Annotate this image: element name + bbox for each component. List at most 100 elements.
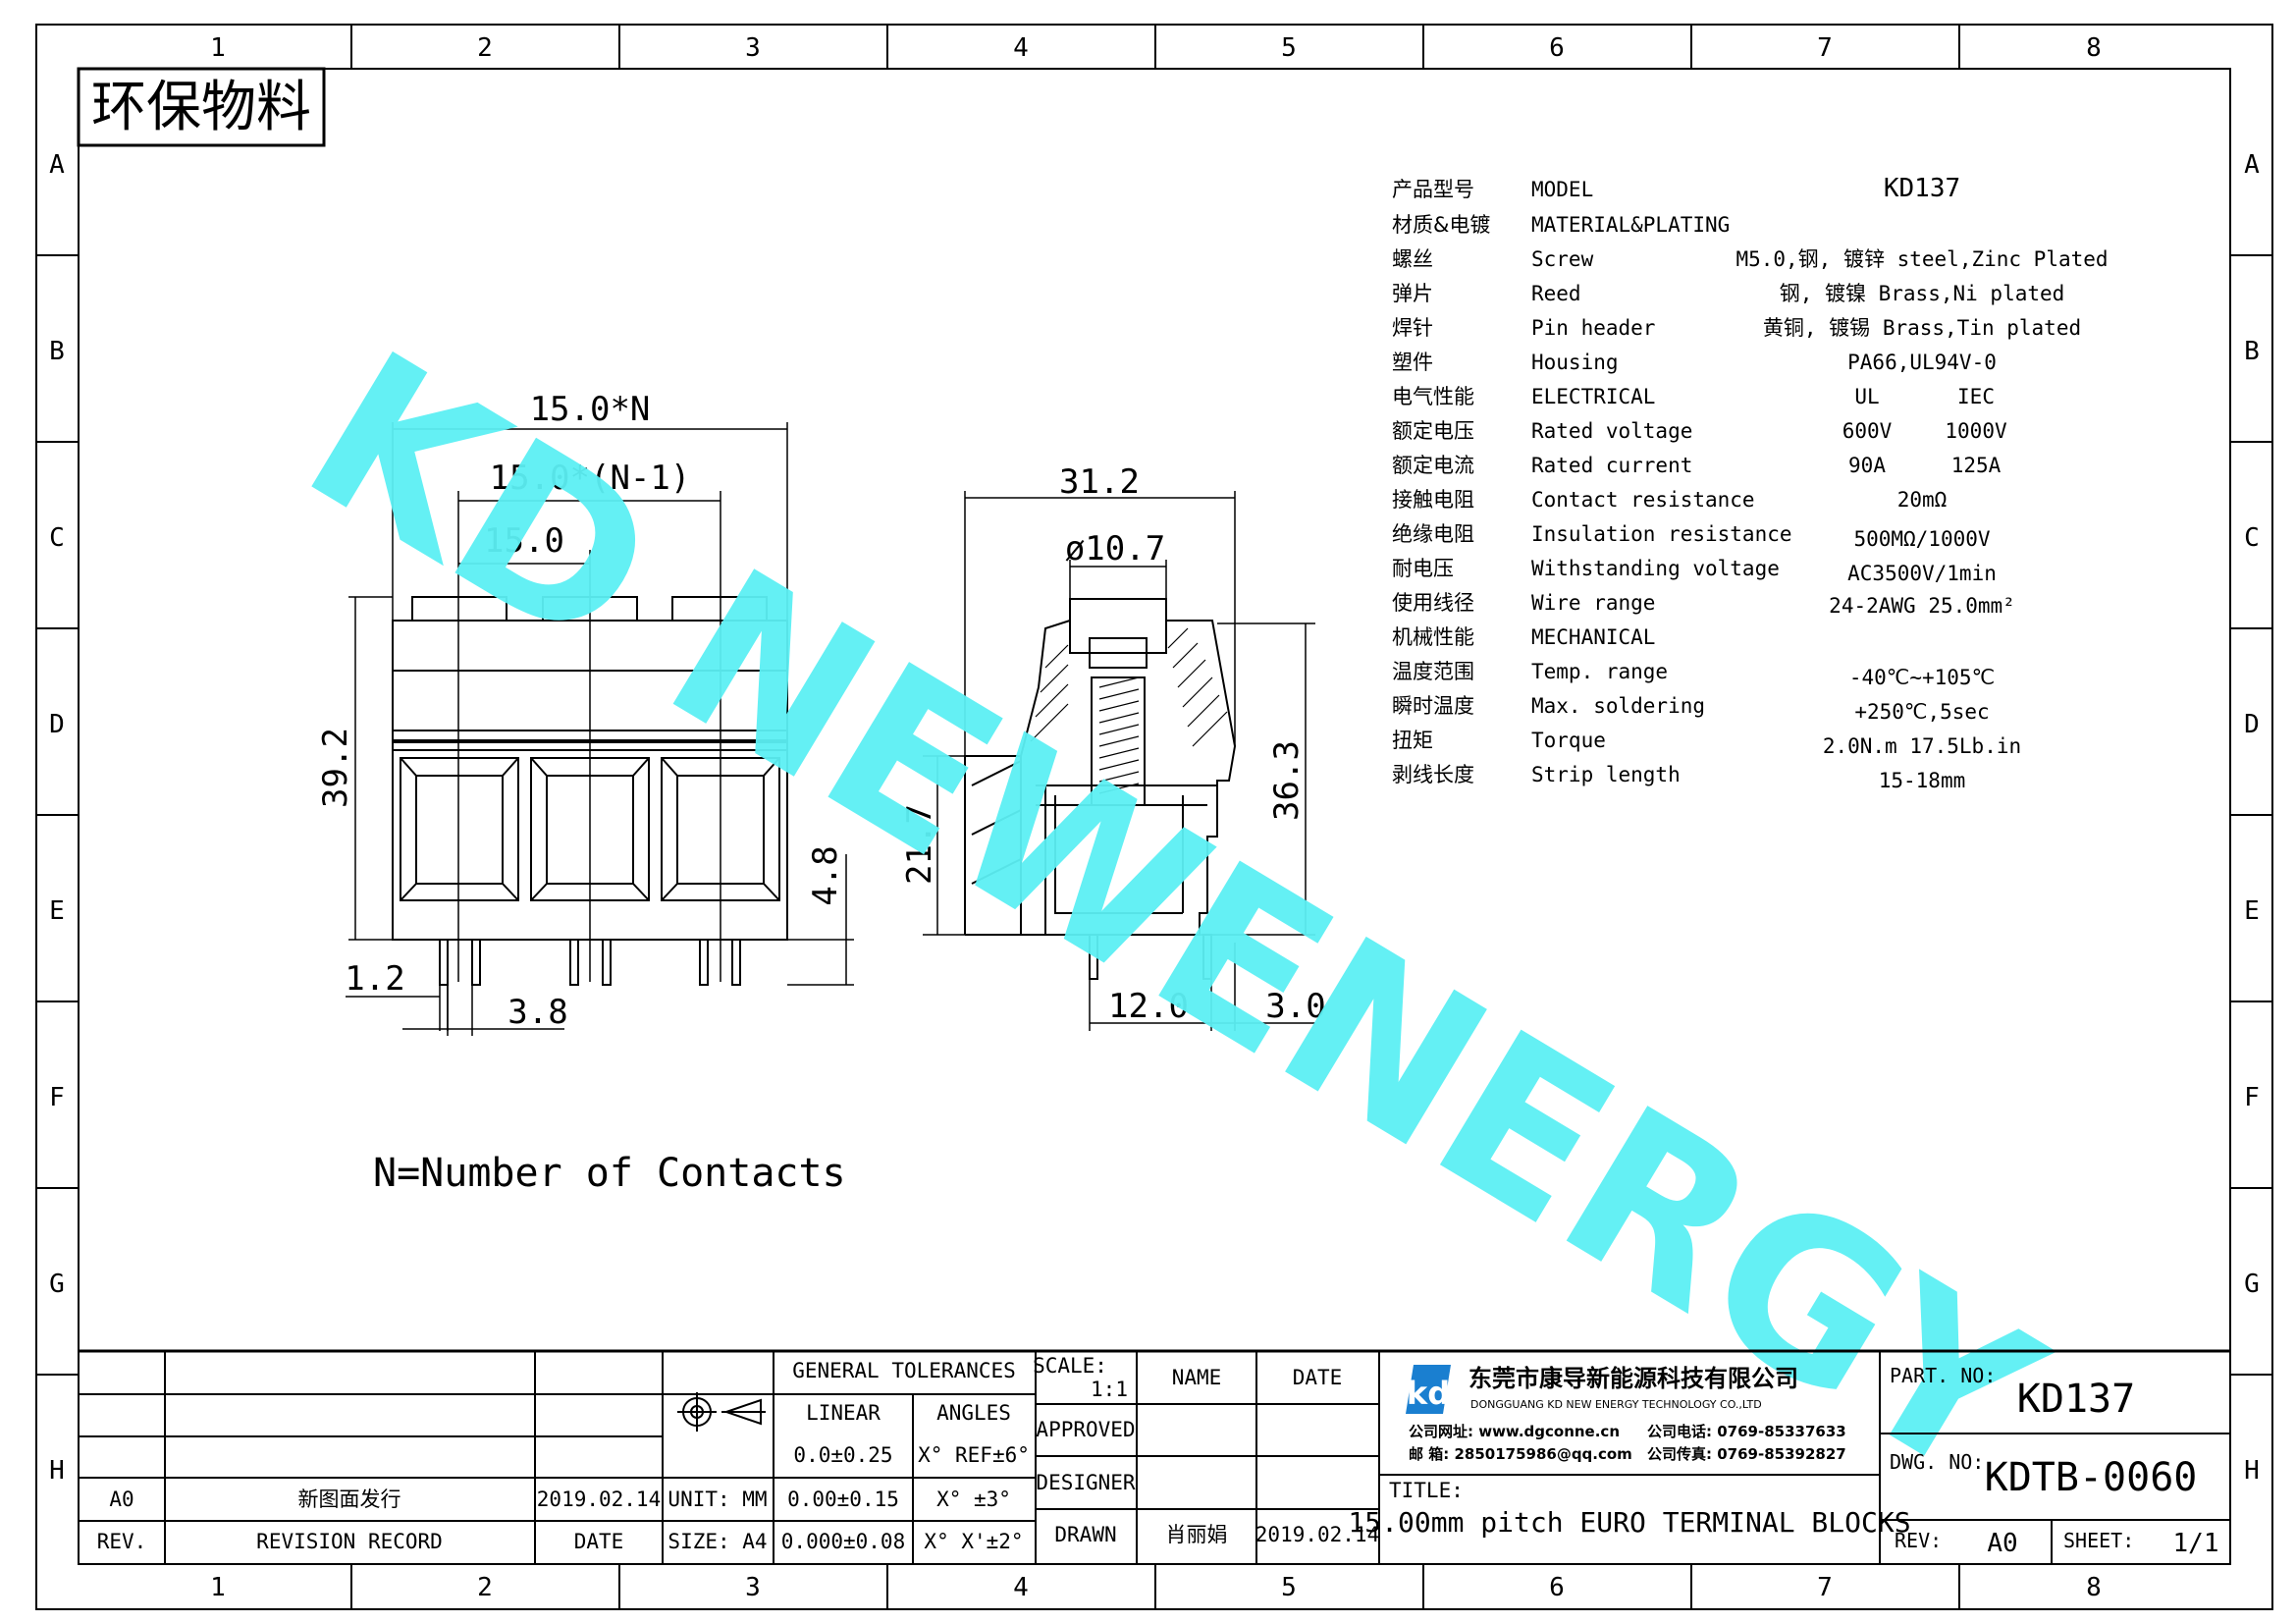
rev-header: REV. xyxy=(97,1530,147,1553)
logo-text: kd xyxy=(1407,1375,1450,1412)
rev-value: A0 xyxy=(1987,1529,2017,1558)
spec-value-2: IEC xyxy=(1957,385,1995,408)
front-view-dim-labels: 15.0*N 15.0*(N-1) 15.0 39.2 4.8 1.2 3.8 xyxy=(316,390,845,1032)
dim-side-width: 31.2 xyxy=(1059,462,1140,502)
spec-en: Pin header xyxy=(1531,316,1655,340)
company-block: kd 东莞市康导新能源科技有限公司 DONGGUANG KD NEW ENERG… xyxy=(1348,1365,1911,1539)
spec-en: Rated current xyxy=(1531,454,1692,477)
angles-header: ANGLES xyxy=(936,1401,1011,1425)
spec-cn: 螺丝 xyxy=(1392,247,1433,271)
spec-en: Max. soldering xyxy=(1531,694,1705,718)
spec-cn: 产品型号 xyxy=(1392,178,1474,201)
spec-en: Wire range xyxy=(1531,591,1655,615)
company-email: 邮 箱: 2850175986@qq.com xyxy=(1409,1445,1632,1463)
spec-en: Temp. range xyxy=(1531,660,1668,683)
frame-row-ticks xyxy=(36,254,2272,1376)
spec-cn: 使用线径 xyxy=(1392,591,1474,615)
eco-label-box xyxy=(77,67,326,147)
col-label: 1 xyxy=(210,1573,226,1602)
spec-en: Contact resistance xyxy=(1531,488,1755,512)
spec-value: 15-18mm xyxy=(1879,769,1966,792)
watermark: KD NEWENERGY xyxy=(268,304,2079,1531)
row-label: D xyxy=(49,710,65,739)
spec-value: +250℃,5sec xyxy=(1854,700,1989,724)
dim-total-width: 15.0*N xyxy=(530,390,651,429)
spec-cn: 额定电压 xyxy=(1392,419,1474,443)
row-label: C xyxy=(49,523,65,553)
spec-value: 2.0N.m 17.5Lb.in xyxy=(1823,734,2021,758)
spec-row: 接触电阻 Contact resistance 20mΩ xyxy=(1392,488,1947,512)
spec-cn: 额定电流 xyxy=(1392,454,1474,477)
spec-row: 螺丝 Screw M5.0,钢, 镀锌 steel,Zinc Plated xyxy=(1392,247,2109,271)
col-label: 5 xyxy=(1281,1573,1297,1602)
spec-en: Insulation resistance xyxy=(1531,522,1792,546)
spec-row: 绝缘电阻 Insulation resistance 500MΩ/1000V xyxy=(1392,522,1991,551)
tol-angle-3: X° X'±2° xyxy=(924,1530,1023,1553)
spec-value-2: 1000V xyxy=(1945,419,2007,443)
spec-en: ELECTRICAL xyxy=(1531,385,1655,408)
company-name-en: DONGGUANG KD NEW ENERGY TECHNOLOGY CO.,L… xyxy=(1470,1398,1762,1411)
spec-value: -40℃~+105℃ xyxy=(1849,666,1995,689)
col-label: 7 xyxy=(1817,1573,1833,1602)
spec-en: Torque xyxy=(1531,729,1606,752)
col-label: 6 xyxy=(1549,33,1565,63)
row-label: F xyxy=(49,1083,65,1112)
dim-offset: 3.0 xyxy=(1265,987,1325,1026)
linear-header: LINEAR xyxy=(806,1401,881,1425)
spec-value: 600V xyxy=(1842,419,1893,443)
col-label: 8 xyxy=(2086,33,2102,63)
dim-pin-gap: 3.8 xyxy=(507,993,567,1032)
tol-linear-1: 0.0±0.25 xyxy=(793,1443,892,1467)
scale-label: SCALE: xyxy=(1033,1354,1107,1378)
rev-label: REV: xyxy=(1895,1529,1942,1552)
spec-value: 钢, 镀镍 Brass,Ni plated xyxy=(1780,282,2065,305)
spec-en: Screw xyxy=(1531,247,1594,271)
spec-en: MATERIAL&PLATING xyxy=(1531,213,1730,237)
tol-linear-2: 0.00±0.15 xyxy=(787,1488,899,1511)
spec-cn: 弹片 xyxy=(1392,282,1433,305)
date-col-header: DATE xyxy=(1293,1366,1343,1389)
spec-value: UL xyxy=(1854,385,1879,408)
spec-cn: 瞬时温度 xyxy=(1392,694,1474,718)
row-label: A xyxy=(49,150,65,180)
title-label: TITLE: xyxy=(1389,1479,1464,1502)
dim-pin-length: 4.8 xyxy=(806,845,845,905)
spec-row: 温度范围 Temp. range -40℃~+105℃ xyxy=(1392,660,1995,689)
spec-cn: 焊针 xyxy=(1392,316,1433,340)
designer-label: DESIGNER xyxy=(1036,1471,1136,1494)
col-label: 8 xyxy=(2086,1573,2102,1602)
spec-value: 500MΩ/1000V xyxy=(1853,527,1990,551)
drawing-title: 15.00mm pitch EURO TERMINAL BLOCKS xyxy=(1348,1506,1910,1539)
spec-row: 焊针 Pin header 黄铜, 镀锡 Brass,Tin plated xyxy=(1392,316,2081,340)
row-label: F xyxy=(2244,1083,2260,1112)
spec-table: 产品型号 MODEL KD137 材质&电镀 MATERIAL&PLATING … xyxy=(1392,174,2109,792)
spec-row: 材质&电镀 MATERIAL&PLATING xyxy=(1392,213,1730,237)
eco-label: 环保物料 xyxy=(91,76,311,139)
spec-row: 额定电流 Rated current 90A 125A xyxy=(1392,454,2002,477)
row-label: D xyxy=(2244,710,2260,739)
spec-cn: 材质&电镀 xyxy=(1392,213,1490,237)
col-label: 3 xyxy=(745,33,761,63)
spec-row: 电气性能 ELECTRICAL UL IEC xyxy=(1392,385,1995,408)
rev-record: 新图面发行 xyxy=(298,1488,401,1511)
spec-cn: 机械性能 xyxy=(1392,625,1474,649)
dwg-no-label: DWG. NO: xyxy=(1890,1450,1984,1474)
spec-en: Housing xyxy=(1531,351,1619,374)
tol-angle-1: X° REF±6° xyxy=(918,1443,1030,1467)
row-label: B xyxy=(2244,337,2260,366)
row-label: A xyxy=(2244,150,2260,180)
drawn-label: DRAWN xyxy=(1054,1523,1116,1546)
spec-en: MODEL xyxy=(1531,178,1593,201)
spec-cn: 电气性能 xyxy=(1392,385,1474,408)
part-no-label: PART. NO: xyxy=(1890,1364,1996,1387)
spec-row: 机械性能 MECHANICAL xyxy=(1392,625,1655,649)
date-header: DATE xyxy=(574,1530,624,1553)
tol-angle-2: X° ±3° xyxy=(936,1488,1011,1511)
spec-cn: 耐电压 xyxy=(1392,557,1454,580)
spec-en: Rated voltage xyxy=(1531,419,1692,443)
dwg-no-value: KDTB-0060 xyxy=(1985,1455,2198,1500)
company-phone: 公司电话: 0769-85337633 xyxy=(1647,1423,1846,1440)
title-block-text: A0 新图面发行 2019.02.14 REV. REVISION RECORD… xyxy=(97,1354,1380,1553)
unit-label: UNIT: MM xyxy=(667,1488,767,1511)
drawn-date: 2019.02.14 xyxy=(1255,1523,1379,1546)
